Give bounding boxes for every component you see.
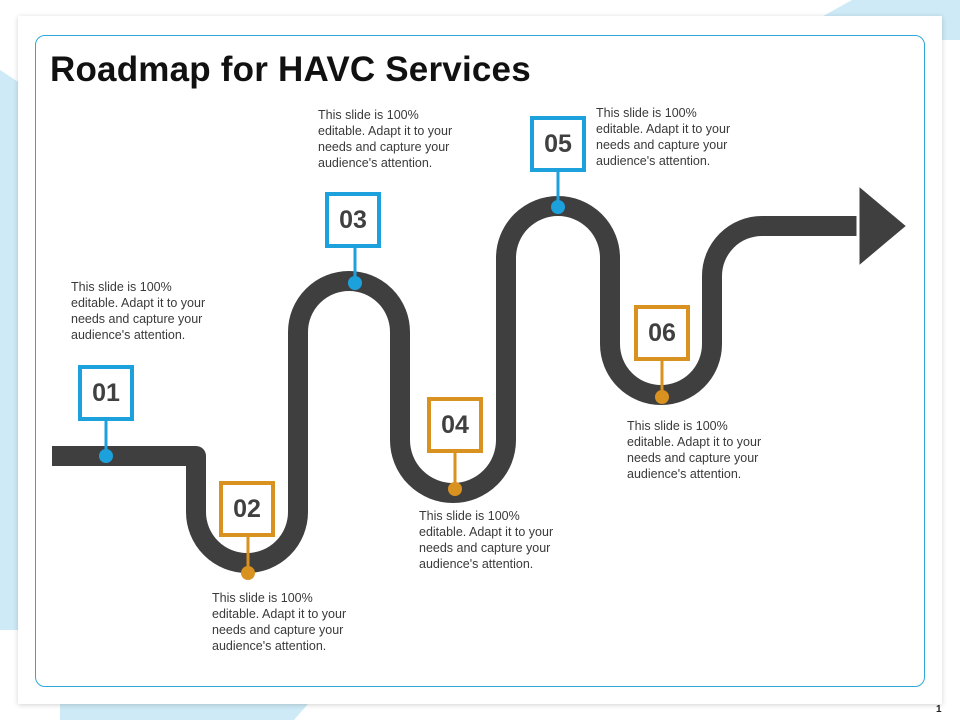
slide-frame [35, 35, 925, 687]
milestone-04-marker: 04 [427, 397, 483, 453]
milestone-06-text: This slide is 100% editable. Adapt it to… [627, 419, 762, 481]
milestone-01-text: This slide is 100% editable. Adapt it to… [71, 280, 206, 342]
milestone-05-marker: 05 [530, 116, 586, 172]
road-arrowhead [856, 182, 910, 270]
milestone-05-dot [551, 200, 565, 214]
milestone-03-marker: 03 [325, 192, 381, 248]
milestone-01-marker: 01 [78, 365, 134, 421]
milestone-05-text: This slide is 100% editable. Adapt it to… [596, 106, 731, 168]
page-number: 1 [936, 704, 942, 715]
milestone-06-dot [655, 390, 669, 404]
road-path [52, 196, 866, 573]
milestone-04-text: This slide is 100% editable. Adapt it to… [419, 509, 554, 571]
milestone-02-dot [241, 566, 255, 580]
milestone-03-text: This slide is 100% editable. Adapt it to… [318, 108, 453, 170]
slide-title: Roadmap for HAVC Services [50, 50, 531, 89]
milestone-03-dot [348, 276, 362, 290]
milestone-04-dot [448, 482, 462, 496]
milestone-06-marker: 06 [634, 305, 690, 361]
milestone-02-marker: 02 [219, 481, 275, 537]
milestone-01-dot [99, 449, 113, 463]
milestone-02-text: This slide is 100% editable. Adapt it to… [212, 591, 347, 653]
